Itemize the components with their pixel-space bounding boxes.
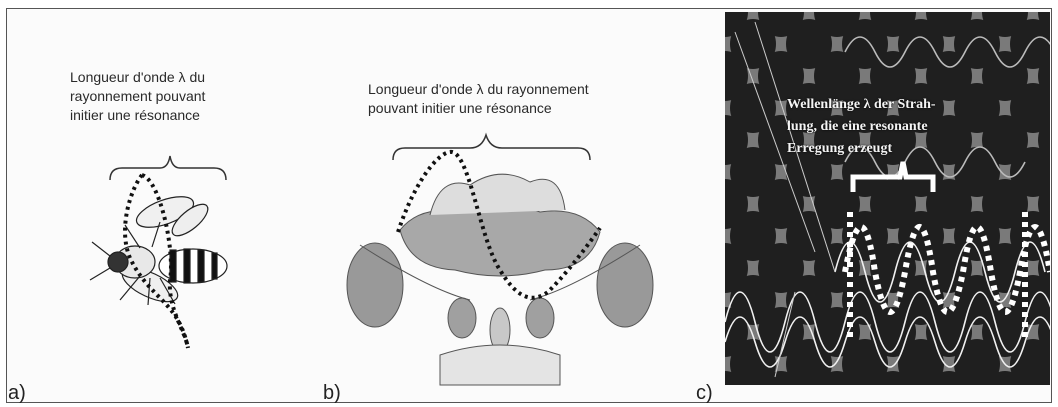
panel-c-caption-line-1: Wellenlänge λ der Strah- — [787, 94, 1050, 116]
panel-b-bracket — [393, 135, 590, 160]
panel-b-label: b) — [323, 382, 341, 405]
panel-c-caption-line-2: lung, die eine resonante — [787, 116, 1050, 138]
panel-c-caption: Wellenlänge λ der Strah- lung, die eine … — [725, 94, 1050, 160]
panel-c-label: c) — [696, 382, 713, 405]
honeycomb-pattern — [725, 12, 1050, 385]
honeycomb-photo: Wellenlänge λ der Strah- lung, die eine … — [725, 12, 1050, 385]
panel-c-caption-line-3: Erregung erzeugt — [787, 138, 1050, 160]
brain-section-illustration — [347, 174, 653, 385]
